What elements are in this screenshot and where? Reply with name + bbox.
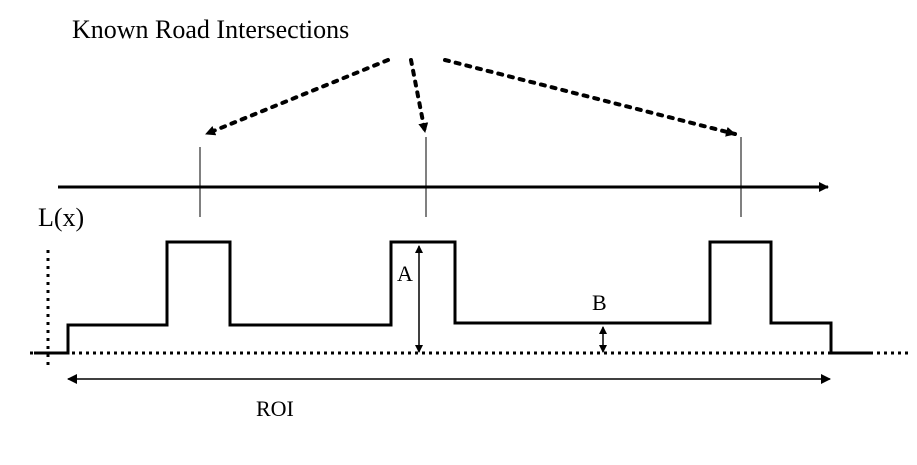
label-a: A: [397, 261, 413, 286]
diagram-title: Known Road Intersections: [72, 15, 349, 44]
signal-waveform: [34, 240, 870, 355]
pointer-arrow-left: [204, 58, 390, 136]
roi-label: ROI: [256, 396, 294, 421]
pointer-arrow-center: [409, 58, 429, 134]
pointer-arrow-right: [443, 58, 737, 137]
label-b: B: [592, 290, 607, 315]
y-axis-label: L(x): [38, 203, 84, 232]
